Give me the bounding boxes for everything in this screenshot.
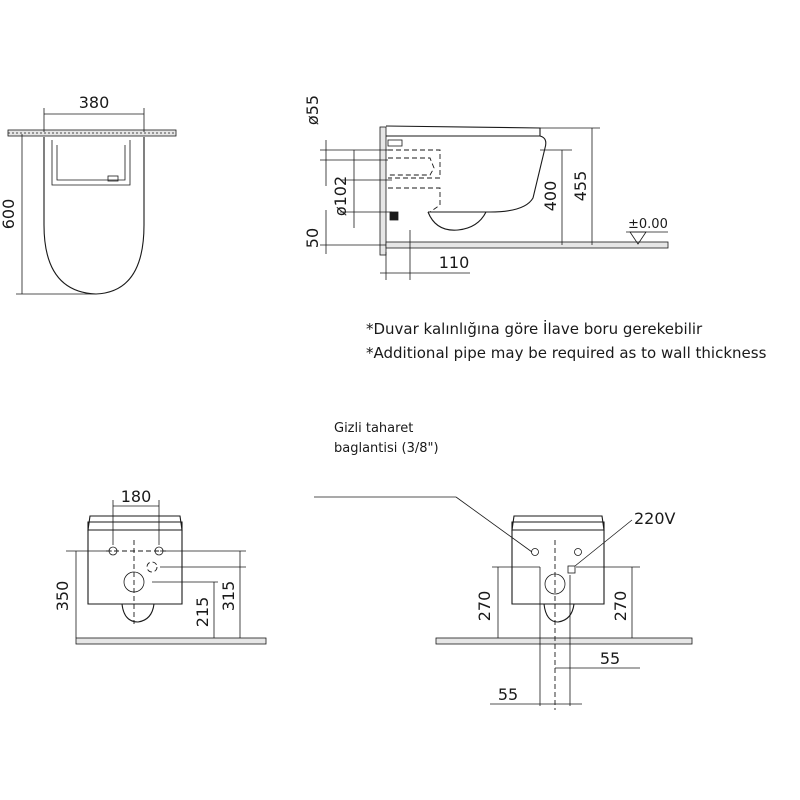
dim-350: 350 (53, 581, 72, 612)
dim-315: 315 (219, 581, 238, 612)
note-turkish: *Duvar kalınlığına göre İlave boru gerek… (366, 319, 703, 338)
side-view: ø55 ø102 50 110 400 455 ±0.00 (303, 95, 669, 280)
note-english: *Additional pipe may be required as to w… (366, 344, 767, 362)
front-body-left (87, 521, 183, 605)
bowl-side (386, 135, 547, 213)
bidet-label-line2: baglantisi (3/8") (334, 441, 439, 456)
floor-left (75, 637, 267, 645)
front-body-right (511, 521, 605, 605)
dim-215: 215 (193, 597, 212, 628)
dim-110: 110 (439, 253, 470, 272)
dim-50: 50 (303, 228, 322, 248)
dim-pipe55: ø55 (303, 95, 322, 125)
dim-270-right: 270 (611, 591, 630, 622)
level-mark: ±0.00 (628, 217, 668, 232)
wall (379, 126, 387, 256)
front-view-left: 180 350 215 315 (53, 487, 267, 645)
dim-180: 180 (121, 487, 152, 506)
floor-right (435, 637, 693, 645)
dim-400: 400 (541, 181, 560, 212)
dim-455: 455 (571, 171, 590, 202)
dim-600: 600 (0, 199, 18, 230)
dim-270-left: 270 (475, 591, 494, 622)
bidet-label-line1: Gizli taharet (334, 421, 413, 436)
label-220v: 220V (634, 509, 676, 528)
dim-55-right: 55 (600, 649, 620, 668)
bowl-outline (43, 137, 145, 295)
floor (385, 241, 669, 249)
dim-outlet102: ø102 (331, 176, 350, 216)
top-view: 380 600 (0, 93, 177, 295)
front-view-right: 220V 270 270 55 55 (435, 509, 693, 710)
dim-380: 380 (79, 93, 110, 112)
dim-55-bottom: 55 (498, 685, 518, 704)
